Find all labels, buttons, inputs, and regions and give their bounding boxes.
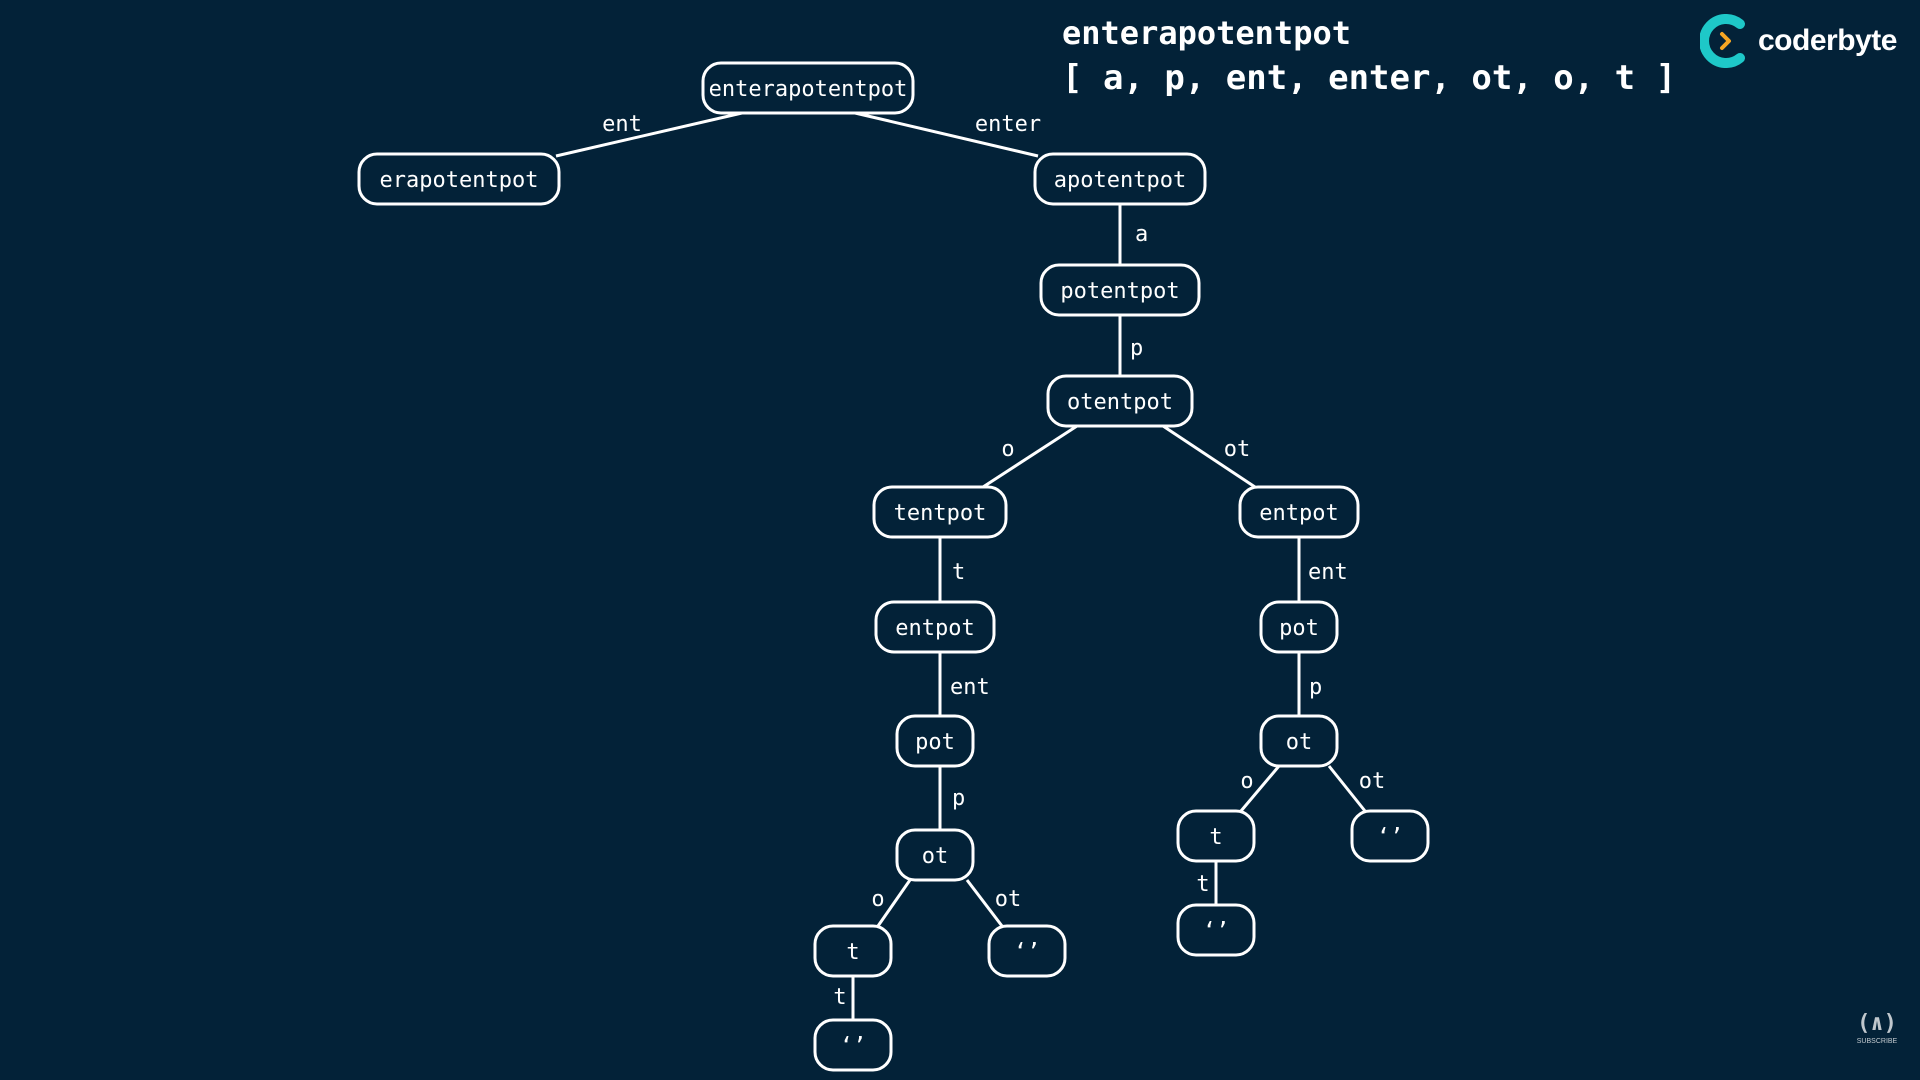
node-box bbox=[1238, 485, 1360, 539]
node-label: otentpot bbox=[1067, 390, 1173, 415]
tree-node: erapotentpot bbox=[357, 152, 561, 206]
edge-label: p bbox=[952, 786, 965, 811]
node-box bbox=[874, 600, 996, 654]
tree-node: ‘’ bbox=[813, 1018, 893, 1072]
edge-label: ot bbox=[1224, 437, 1251, 462]
node-label: entpot bbox=[895, 616, 974, 641]
edge-label: ent bbox=[1308, 560, 1348, 585]
tree-node: enterapotentpot bbox=[701, 61, 915, 115]
tree-edge bbox=[555, 111, 743, 158]
edge-label: p bbox=[1130, 336, 1143, 361]
tree-node: pot bbox=[1259, 600, 1339, 654]
tree-node: ‘’ bbox=[1350, 809, 1430, 863]
problem-header: enterapotentpot [ a, p, ent, enter, ot, … bbox=[1062, 12, 1676, 102]
tree-edge bbox=[1162, 424, 1256, 489]
node-label: ot bbox=[1286, 730, 1313, 755]
tree-node: ot bbox=[1259, 714, 1339, 768]
edge-label: t bbox=[833, 985, 846, 1010]
node-box bbox=[813, 924, 893, 978]
tree-edge bbox=[982, 424, 1078, 489]
node-label: ‘’ bbox=[1377, 825, 1404, 850]
node-label: ‘’ bbox=[1014, 940, 1041, 965]
node-box bbox=[1259, 714, 1339, 768]
node-label: pot bbox=[1279, 616, 1319, 641]
tree-edge bbox=[876, 879, 912, 927]
edge-label: o bbox=[1001, 437, 1014, 462]
coderbyte-icon bbox=[1699, 14, 1754, 68]
node-box bbox=[701, 61, 915, 115]
node-box bbox=[1039, 263, 1201, 317]
tree-node: otentpot bbox=[1046, 374, 1194, 428]
node-label: entpot bbox=[1259, 501, 1338, 526]
node-box bbox=[1033, 152, 1207, 206]
edge-label: t bbox=[1196, 872, 1209, 897]
tree-node: ot bbox=[895, 828, 975, 882]
edge-label: ot bbox=[995, 887, 1022, 912]
tree-node: t bbox=[1176, 809, 1256, 863]
edge-label: ot bbox=[1359, 769, 1386, 794]
tree-edge bbox=[965, 879, 1004, 927]
node-box bbox=[1350, 809, 1430, 863]
tree-node: apotentpot bbox=[1033, 152, 1207, 206]
node-label: t bbox=[846, 940, 859, 965]
coderbyte-logo: coderbyte bbox=[1699, 14, 1897, 68]
node-box bbox=[895, 714, 975, 768]
node-box bbox=[872, 485, 1008, 539]
edge-label: ent bbox=[602, 112, 642, 137]
edge-label: o bbox=[1240, 769, 1253, 794]
node-label: potentpot bbox=[1060, 279, 1179, 304]
node-label: tentpot bbox=[894, 501, 987, 526]
edge-label: o bbox=[871, 887, 884, 912]
tree-node: ‘’ bbox=[987, 924, 1067, 978]
tree-node: ‘’ bbox=[1176, 903, 1256, 957]
tree-edge bbox=[854, 111, 1039, 158]
subscribe-watermark[interactable]: (∧) SUBSCRIBE bbox=[1854, 1010, 1900, 1056]
subscribe-label: SUBSCRIBE bbox=[1856, 1038, 1898, 1045]
tree-node: pot bbox=[895, 714, 975, 768]
node-label: apotentpot bbox=[1054, 168, 1186, 193]
target-word: enterapotentpot bbox=[1062, 14, 1351, 52]
word-bank: [ a, p, ent, enter, ot, o, t ] bbox=[1062, 58, 1677, 98]
node-box bbox=[895, 828, 975, 882]
node-box bbox=[1176, 903, 1256, 957]
edge-label: p bbox=[1309, 675, 1322, 700]
node-box bbox=[1176, 809, 1256, 863]
tree-node: potentpot bbox=[1039, 263, 1201, 317]
node-box bbox=[1046, 374, 1194, 428]
tree-node: t bbox=[813, 924, 893, 978]
tree-node: entpot bbox=[874, 600, 996, 654]
brand-name: coderbyte bbox=[1758, 24, 1897, 57]
tree-edge bbox=[1239, 765, 1281, 812]
edge-label: enter bbox=[975, 112, 1041, 137]
edge-label: ent bbox=[950, 675, 990, 700]
node-label: erapotentpot bbox=[380, 168, 539, 193]
node-label: ot bbox=[922, 844, 949, 869]
node-label: enterapotentpot bbox=[709, 77, 908, 102]
edge-label: t bbox=[952, 560, 965, 585]
node-label: pot bbox=[915, 730, 955, 755]
node-label: ‘’ bbox=[1203, 919, 1230, 944]
node-box bbox=[813, 1018, 893, 1072]
tree-node: tentpot bbox=[872, 485, 1008, 539]
flame-icon: (∧) bbox=[1857, 1011, 1897, 1036]
tree-edge bbox=[1327, 765, 1367, 812]
node-box bbox=[357, 152, 561, 206]
node-box bbox=[1259, 600, 1339, 654]
node-box bbox=[987, 924, 1067, 978]
node-label: t bbox=[1209, 825, 1222, 850]
tree-node: entpot bbox=[1238, 485, 1360, 539]
edge-label: a bbox=[1135, 222, 1148, 247]
node-label: ‘’ bbox=[840, 1034, 867, 1059]
